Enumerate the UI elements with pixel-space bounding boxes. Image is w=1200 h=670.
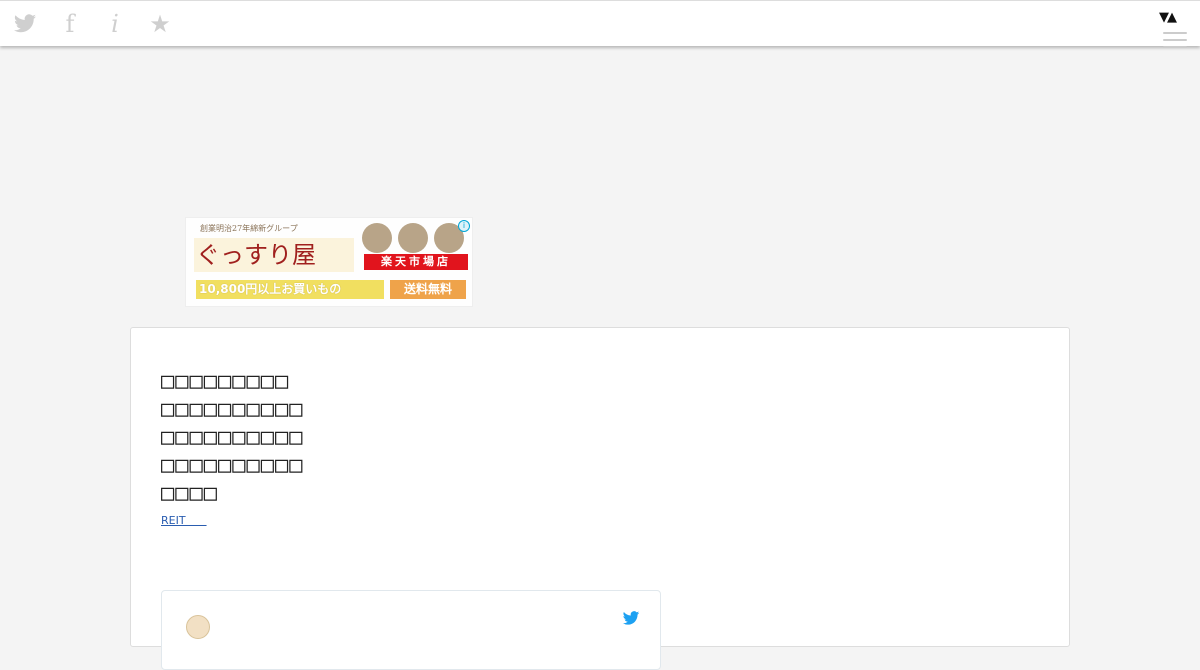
ad-photo (398, 223, 428, 253)
category-tag-link[interactable]: REIT (161, 514, 207, 527)
ad-photo (362, 223, 392, 253)
embedded-tweet[interactable] (161, 590, 661, 670)
twitter-icon[interactable] (622, 611, 640, 630)
advertisement-banner[interactable]: 創業明治27年綿新グループ ぐっすり屋 楽天市場店 10,800円以上お買いもの… (185, 217, 473, 307)
article-title: □□□□□□□□□ □□□□□□□□□□ □□□□□□□□□□ □□□□□□□□… (161, 368, 303, 508)
facebook-icon[interactable]: f (65, 10, 75, 38)
title-line: □□□□□□□□□□ (161, 425, 304, 450)
ad-offer-label: 10,800円以上お買いもの (196, 280, 384, 299)
ad-info-icon[interactable]: i (458, 220, 470, 232)
twitter-icon[interactable] (12, 11, 38, 37)
title-line: □□□□□□□□□ (161, 369, 290, 394)
article-card: □□□□□□□□□ □□□□□□□□□□ □□□□□□□□□□ □□□□□□□□… (130, 327, 1070, 670)
title-line: □□□□□□□□□□ (161, 453, 304, 478)
star-icon[interactable]: ★ (149, 10, 171, 38)
title-line: □□□□ (161, 481, 218, 506)
ad-free-shipping-label: 送料無料 (390, 280, 466, 299)
menu-toggle-icon[interactable]: ▼▲ (1159, 10, 1177, 25)
info-icon[interactable]: i (111, 10, 119, 38)
ad-store-label: 楽天市場店 (364, 254, 468, 270)
avatar[interactable] (186, 615, 210, 639)
hamburger-menu-icon[interactable] (1163, 32, 1187, 53)
title-line: □□□□□□□□□□ (161, 397, 304, 422)
ad-tagline: 創業明治27年綿新グループ (200, 224, 298, 233)
ad-brand-name: ぐっすり屋 (194, 238, 354, 272)
top-toolbar: f i ★ ▼▲ (0, 0, 1200, 48)
